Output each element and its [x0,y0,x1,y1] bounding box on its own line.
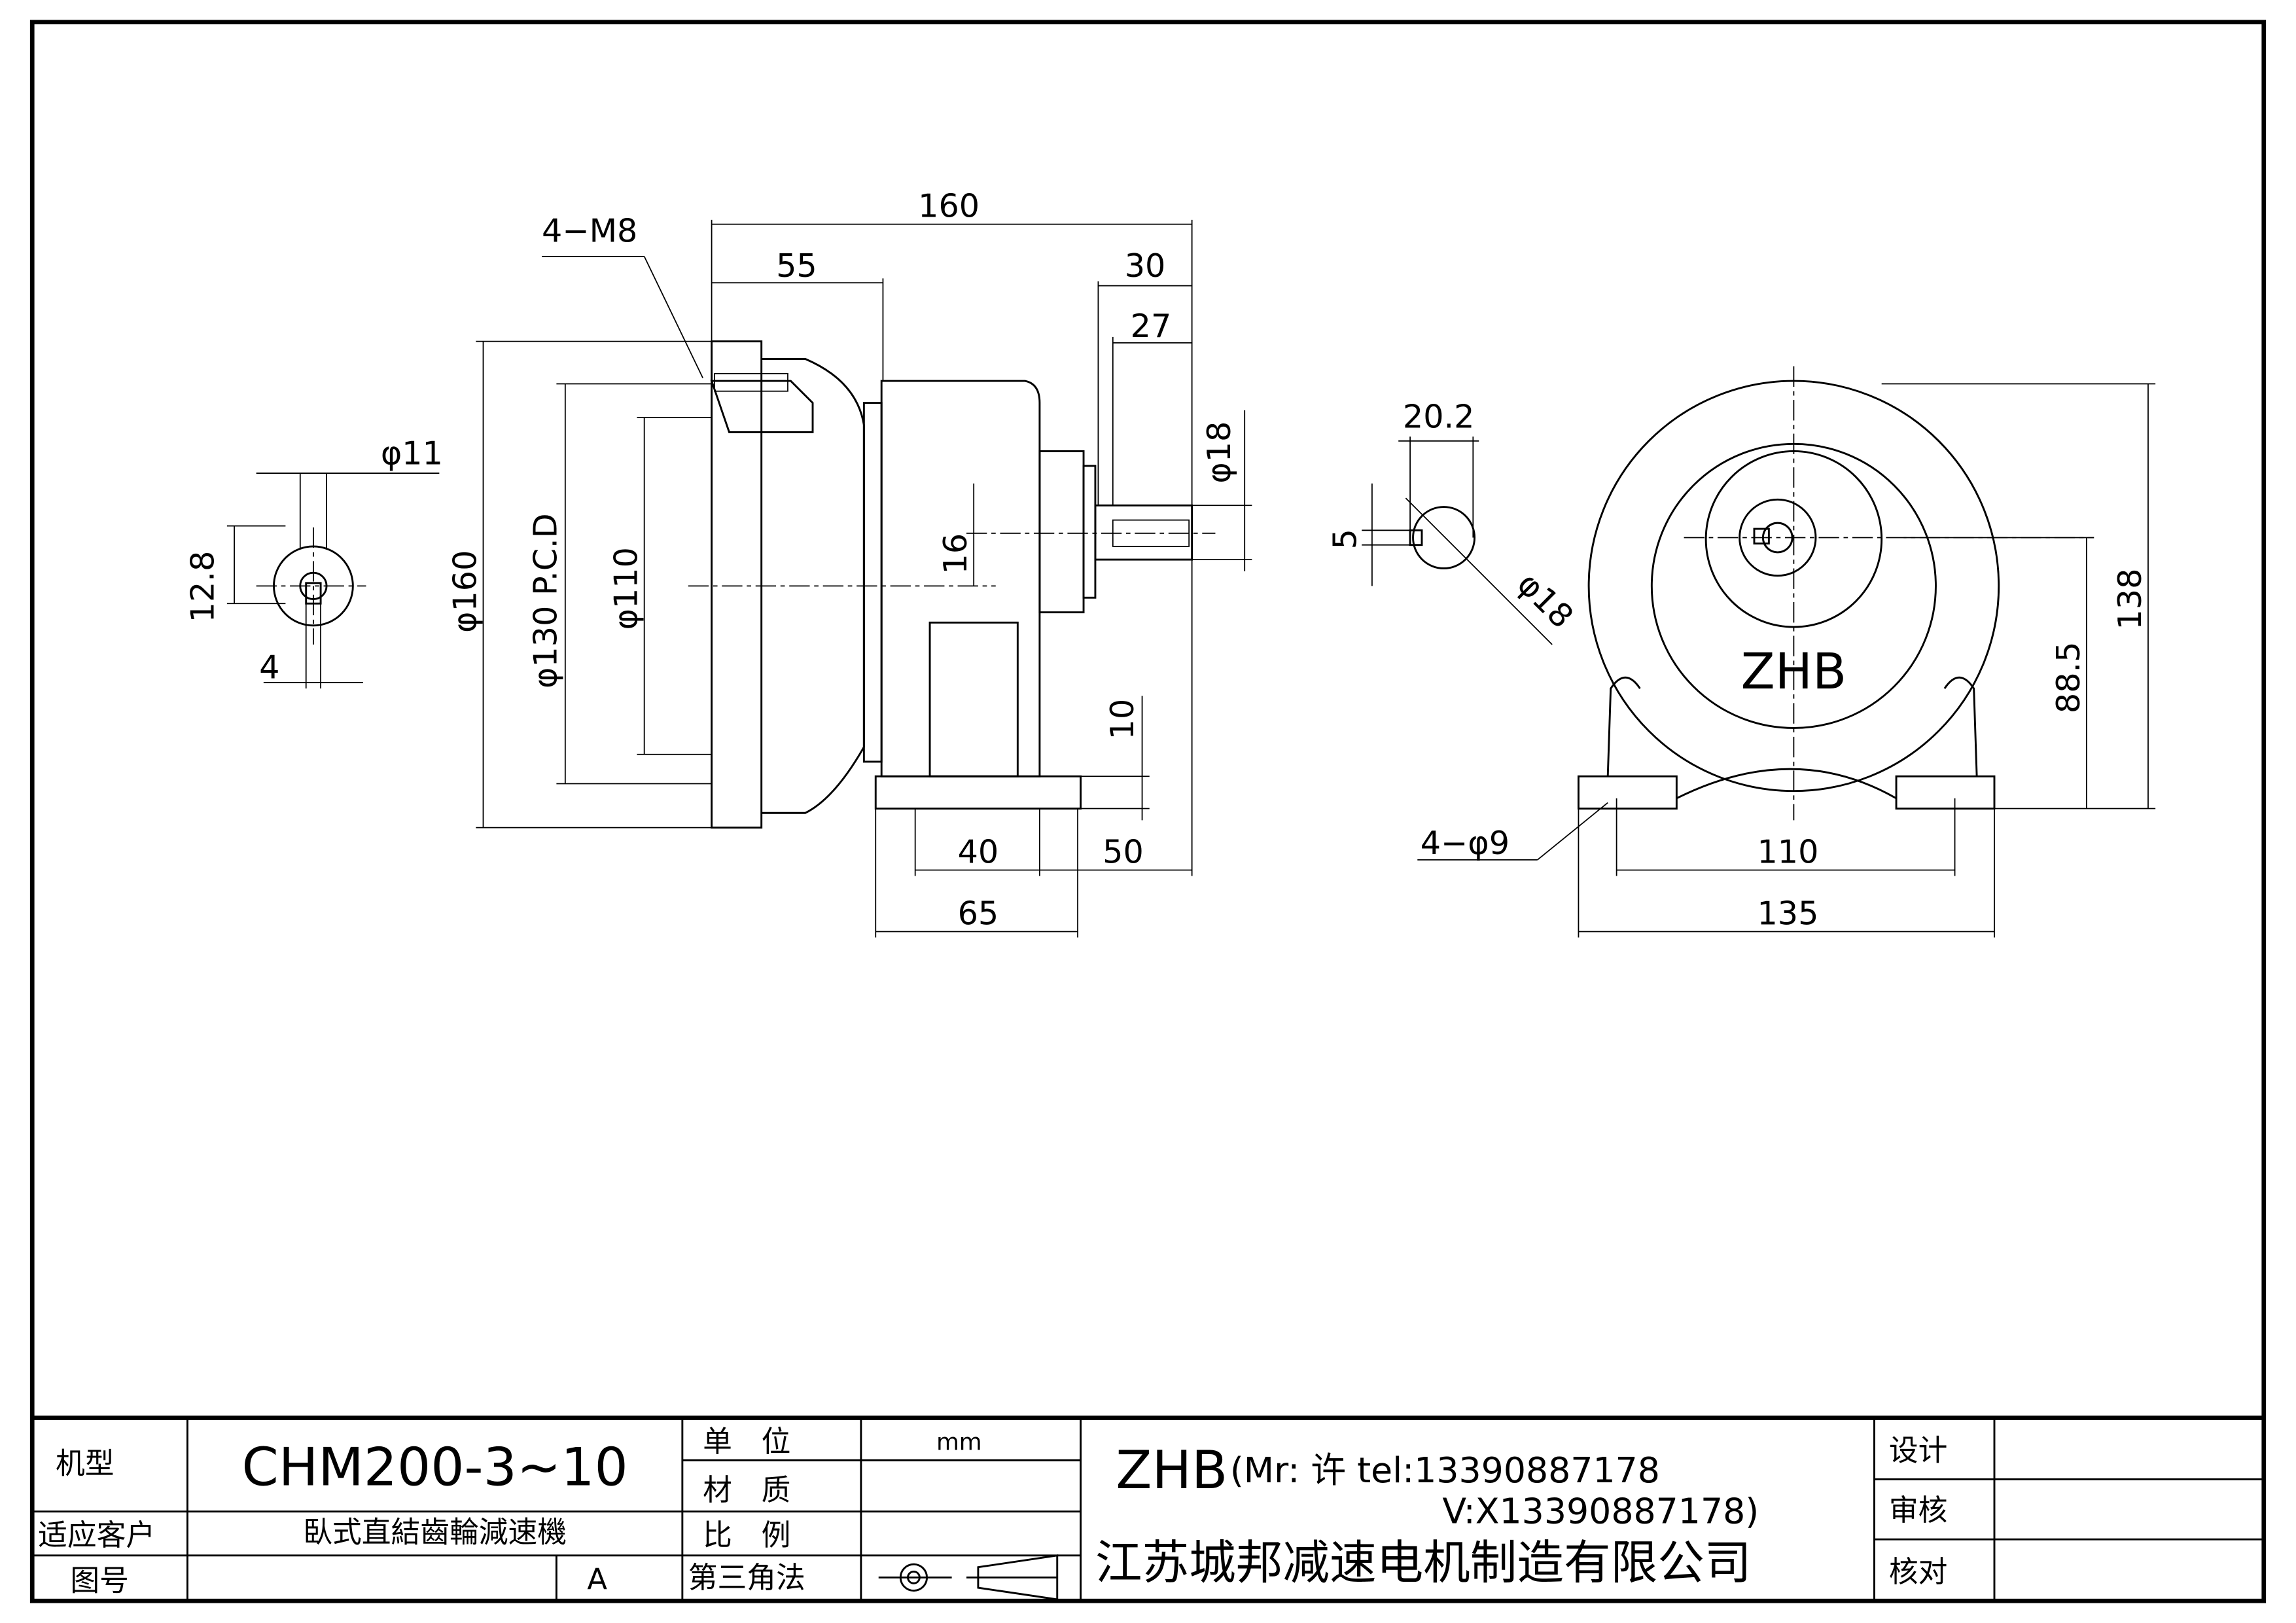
unit-value: mm [936,1429,982,1456]
dim-138: 138 [2111,569,2149,630]
scale-label: 比 例 [703,1518,790,1552]
dim-160: 160 [918,187,980,224]
title-block: 机型 CHM200-3~10 适应客户 臥式直結齒輪減速機 图号 A 单 位 m… [32,1416,2264,1601]
dim-30: 30 [1125,247,1166,285]
check-label: 核对 [1889,1554,1948,1589]
dim-65: 65 [958,894,999,932]
third-angle-projection-icon [878,1554,1059,1601]
projection-label: 第三角法 [688,1560,805,1595]
dim-4: 4 [259,648,279,686]
review-label: 审核 [1889,1493,1948,1527]
dim-27: 27 [1131,307,1172,345]
dim-88-5: 88.5 [2049,641,2087,713]
dim-phi18-front: φ18 [1510,565,1581,635]
front-view: ZHB 20.2 5 φ18 4−φ9 88.5 138 110 135 [1326,366,2156,938]
customer-label: 适应客户 [38,1518,155,1552]
dim-55: 55 [776,247,817,285]
shaft-key-view: φ11 12.8 4 [184,435,443,689]
dim-50: 50 [1103,832,1144,870]
material-label: 材 质 [703,1472,790,1507]
drawing-no-label: 图号 [70,1563,129,1598]
dim-20-2: 20.2 [1403,398,1475,436]
unit-label: 单 位 [703,1424,790,1459]
dim-4-phi9: 4−φ9 [1421,824,1510,862]
dim-110: 110 [1757,832,1818,870]
dim-12-8: 12.8 [184,551,222,623]
company-name: 江苏城邦减速电机制造有限公司 [1095,1536,1752,1590]
contact-line1: (Mr: 许 tel:13390887178 [1230,1450,1660,1491]
drawing-rev: A [587,1561,607,1596]
dim-4-m8: 4−M8 [542,211,637,249]
dim-phi11: φ11 [381,435,443,473]
dim-10: 10 [1103,699,1141,740]
dim-16: 16 [936,533,974,575]
model-value: CHM200-3~10 [241,1436,627,1497]
contact-line2: V:X13390887178) [1442,1491,1759,1532]
dim-phi160: φ160 [446,550,484,633]
description: 臥式直結齒輪減速機 [303,1515,567,1550]
dim-pcd130: φ130 P.C.D [526,513,564,688]
dim-phi18-side: φ18 [1200,421,1238,484]
design-label: 设计 [1889,1433,1948,1467]
dim-5: 5 [1326,529,1364,549]
logo-zhb: ZHB [1741,642,1847,700]
sheet-border [29,20,2267,1603]
dim-40: 40 [958,832,999,870]
brand: ZHB [1116,1439,1227,1501]
model-label: 机型 [56,1446,115,1481]
dim-phi110: φ110 [607,547,645,630]
side-view: 160 4−M8 55 30 27 φ18 φ160 φ130 P.C.D φ1… [446,187,1252,938]
dim-135: 135 [1757,894,1818,932]
